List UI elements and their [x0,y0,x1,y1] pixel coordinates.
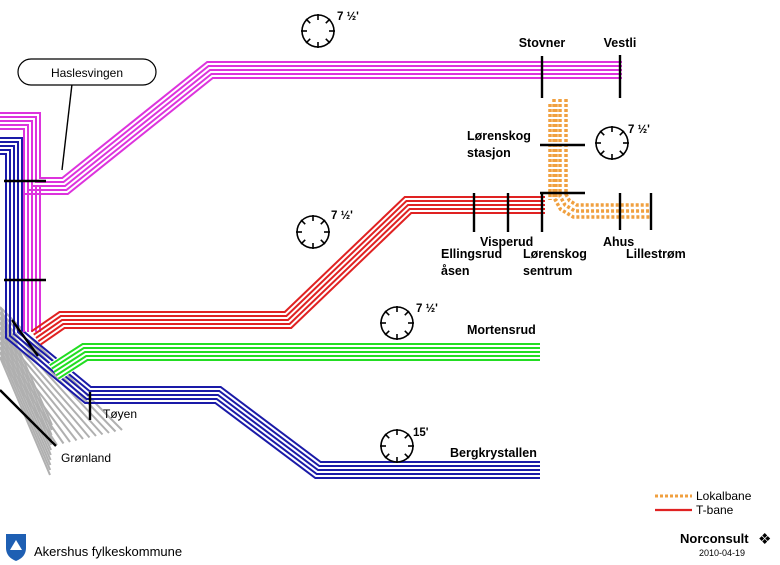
clock-icon-bergkrystallen [380,429,414,463]
clock-icon-top [301,14,335,48]
clock-icon-red [296,215,330,249]
callout-label: Haslesvingen [51,66,123,80]
station-label-ahus: Ahus [603,235,634,249]
station-label-lorenskog-sentrum-1: Lørenskog [523,247,587,261]
legend-label-lokalbane: Lokalbane [696,489,752,503]
line-lokalbane-vertical [552,99,652,219]
station-label-bergkrystallen: Bergkrystallen [450,446,537,460]
line-green-bundle-track [49,343,540,367]
line-blue-bundle [0,137,540,479]
line-red-bundle-track [40,212,545,346]
station-label-vestli: Vestli [604,36,637,50]
grey-trunk-track [0,346,71,443]
tick-trunk-split [11,319,39,357]
line-lokalbane-vertical-track [558,99,652,213]
line-red-bundle-track [30,196,545,333]
line-blue-bundle-track [0,145,540,471]
station-ticks [0,55,653,447]
station-label-toyen: Tøyen [103,407,137,421]
line-magenta-trunk [23,186,41,332]
station-label-ellingsrud-2: åsen [441,264,470,278]
line-lokalbane-vertical-track [564,99,652,207]
legend: Lokalbane T-bane [655,489,752,517]
frequency-label-red: 7 ½' [331,210,353,222]
line-magenta-bundle-track [0,65,622,183]
legend-label-tbane: T-bane [696,503,734,517]
frequency-label-top: 7 ½' [337,11,359,23]
line-red-bundle [30,196,545,346]
line-blue-bundle-track [0,137,540,463]
station-label-gronland: Grønland [61,451,111,465]
station-label-lorenskog-stasjon-2: stasjon [467,146,511,160]
diagram-date: 2010-04-19 [699,548,745,558]
line-green-bundle-track [51,347,540,370]
callout-haslesvingen: Haslesvingen [17,58,157,171]
line-magenta-bundle-track [0,73,622,191]
line-blue-bundle-track [0,141,540,467]
grey-trunk-track [0,356,58,446]
callout-pointer [61,83,73,171]
line-magenta-bundle-track [0,77,622,195]
frequency-label-mortensrud: 7 ½' [416,303,438,315]
frequency-label-lorenskog: 7 ½' [628,124,650,136]
station-label-lillestrom: Lillestrøm [626,247,686,261]
grey-trunk-track [0,336,84,440]
line-magenta-bundle-track [0,61,622,179]
line-green-bundle [48,342,540,381]
company-name: Norconsult [680,531,749,546]
org-name: Akershus fylkeskommune [34,544,182,559]
line-red-bundle-track [35,204,545,339]
frequency-clocks [296,14,629,463]
station-label-ellingsrud-1: Ellingsrud [441,247,502,261]
track-bundles [0,61,652,479]
akershus-logo [6,534,26,561]
line-green-bundle-track [53,351,540,373]
station-label-stovner: Stovner [519,36,566,50]
line-lokalbane-vertical-track [552,99,652,219]
grey-trunk-track [0,346,52,466]
grey-trunk-track [0,331,91,439]
station-label-lorenskog-stasjon-1: Lørenskog [467,129,531,143]
line-red-bundle-track [37,208,545,343]
grey-trunk-track [0,341,52,461]
company-logo-icon: ❖ [758,531,771,548]
frequency-label-bergkrystallen: 15' [413,427,429,439]
station-label-mortensrud: Mortensrud [467,323,536,337]
line-lokalbane-lower [548,104,558,200]
tick-gronland [0,389,57,447]
line-blue-bundle-track [0,153,540,479]
station-label-visperud: Visperud [480,235,533,249]
grey-trunk-track [0,351,65,445]
clock-icon-mortensrud [380,306,414,340]
line-red-bundle-track [33,200,545,336]
line-green-bundle-track [55,355,540,377]
line-magenta-bundle [0,61,622,195]
callout-box [17,58,157,86]
line-green-bundle-track [57,359,540,380]
grey-trunk-track [0,341,78,442]
line-magenta-bundle-track [0,69,622,187]
station-label-lorenskog-sentrum-2: sentrum [523,264,572,278]
line-blue-bundle-track [0,149,540,475]
clock-icon-lorenskog [595,126,629,160]
